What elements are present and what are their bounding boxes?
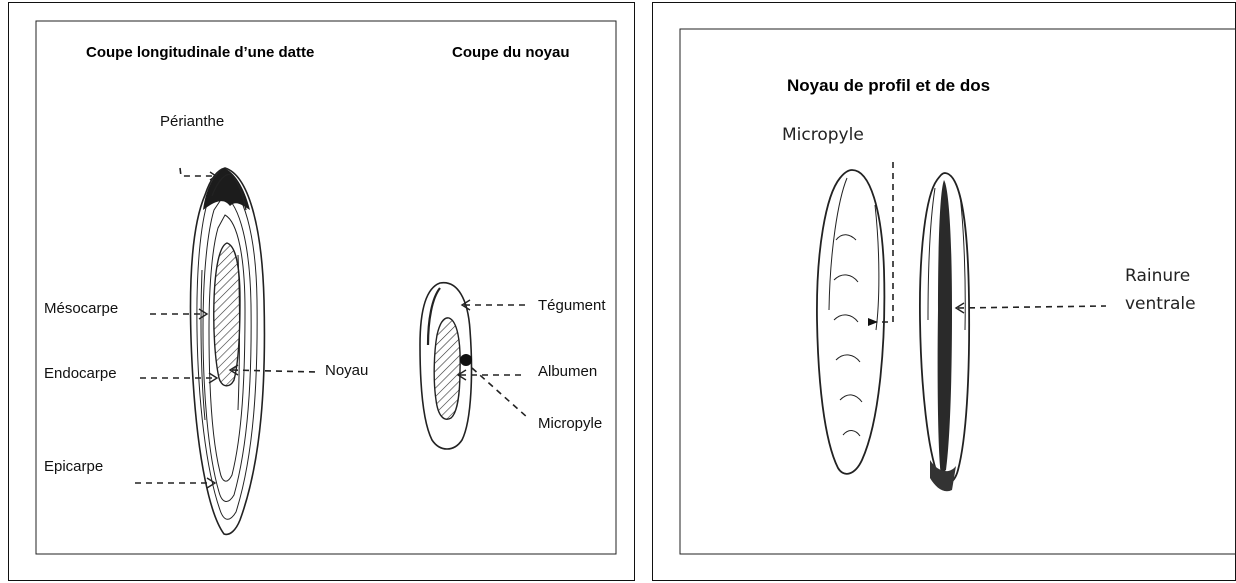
leader-noyau <box>232 370 318 372</box>
label-albumen: Albumen <box>538 363 597 380</box>
left-inner-box <box>36 21 616 554</box>
title-pit-section: Coupe du noyau <box>452 44 570 61</box>
label-micropyle-right: Micropyle <box>782 125 864 145</box>
label-micropyle-left: Micropyle <box>538 415 602 432</box>
label-noyau: Noyau <box>325 362 368 379</box>
label-epicarpe: Epicarpe <box>44 458 103 475</box>
label-endocarpe: Endocarpe <box>44 365 117 382</box>
leader-perianthe <box>180 168 214 176</box>
label-rainure-line2: ventrale <box>1125 294 1196 314</box>
leader-rainure-ventrale <box>958 306 1106 308</box>
date-longitudinal-section-drawing <box>191 168 265 534</box>
pit-back-drawing <box>920 173 969 491</box>
title-pit-profile-back: Noyau de profil et de dos <box>787 76 990 95</box>
label-perianthe: Périanthe <box>160 113 224 130</box>
label-mesocarpe: Mésocarpe <box>44 300 118 317</box>
label-tegument: Tégument <box>538 297 606 314</box>
pit-profile-drawing <box>817 170 884 474</box>
pit-cross-section-drawing <box>420 283 472 449</box>
label-rainure-line1: Rainure <box>1125 266 1190 286</box>
title-longitudinal-section: Coupe longitudinale d’une datte <box>86 44 314 61</box>
right-inner-box <box>680 29 1236 554</box>
